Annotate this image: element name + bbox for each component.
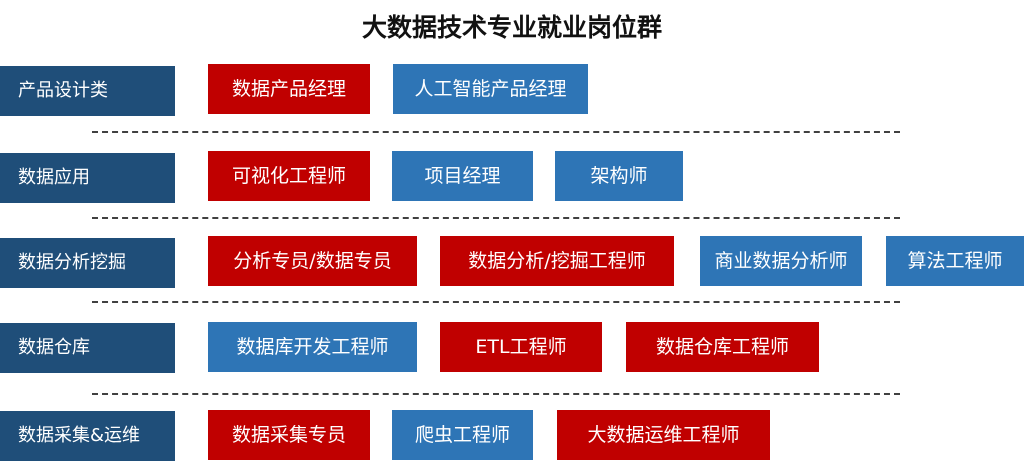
job-box-data-warehouse-engineer: 数据仓库工程师 [626, 322, 819, 372]
job-box-ai-product-manager: 人工智能产品经理 [393, 64, 588, 114]
job-box-analyst-data-specialist: 分析专员/数据专员 [208, 236, 417, 286]
category-data-analysis-mining: 数据分析挖掘 [0, 238, 175, 288]
row-separator [92, 301, 900, 303]
row-separator [92, 217, 900, 219]
job-box-etl-engineer: ETL工程师 [440, 322, 602, 372]
category-data-application: 数据应用 [0, 153, 175, 203]
job-box-data-analysis-mining-engineer: 数据分析/挖掘工程师 [440, 236, 674, 286]
diagram-title: 大数据技术专业就业岗位群 [361, 13, 662, 42]
job-box-database-developer: 数据库开发工程师 [208, 322, 417, 372]
job-box-visualization-engineer: 可视化工程师 [208, 151, 370, 201]
category-data-collection-ops: 数据采集&运维 [0, 411, 175, 461]
job-box-data-product-manager: 数据产品经理 [208, 64, 370, 114]
category-data-warehouse: 数据仓库 [0, 323, 175, 373]
row-separator [92, 393, 900, 395]
row-separator [92, 131, 900, 133]
job-box-big-data-ops-engineer: 大数据运维工程师 [557, 410, 770, 460]
job-box-business-data-analyst: 商业数据分析师 [700, 236, 862, 286]
category-product-design: 产品设计类 [0, 66, 175, 116]
job-box-algorithm-engineer: 算法工程师 [886, 236, 1024, 286]
job-box-data-collection-specialist: 数据采集专员 [208, 410, 370, 460]
job-box-project-manager: 项目经理 [392, 151, 533, 201]
job-box-architect: 架构师 [555, 151, 683, 201]
job-box-crawler-engineer: 爬虫工程师 [392, 410, 533, 460]
